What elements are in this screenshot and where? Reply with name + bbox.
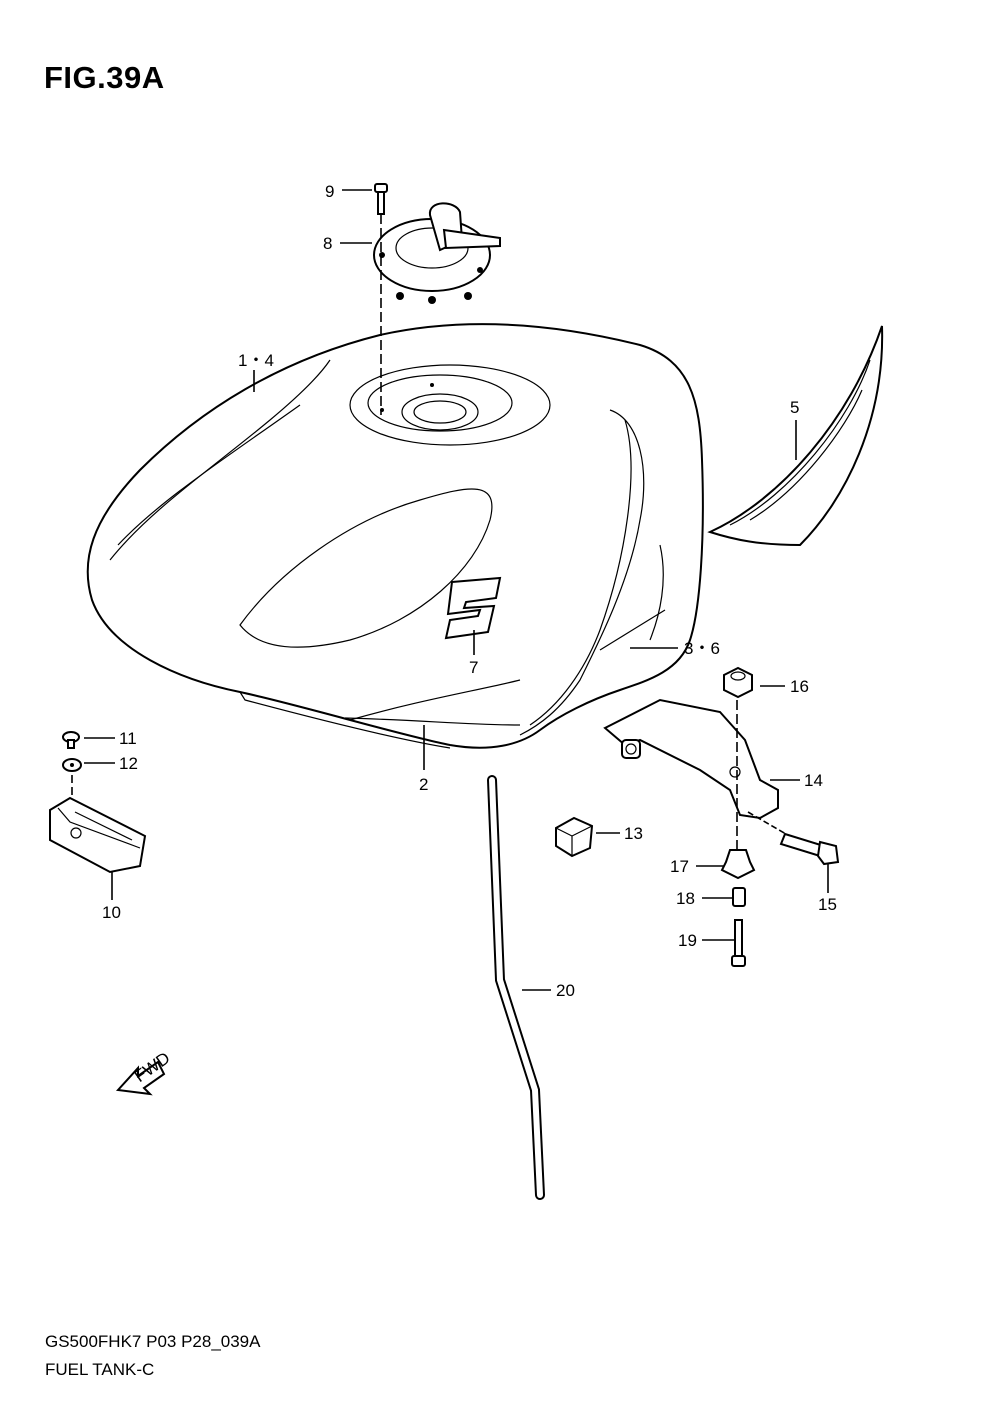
bolt-19[interactable] — [731, 919, 746, 967]
screw-11[interactable] — [62, 731, 80, 749]
figure-title: FIG.39A — [44, 60, 165, 95]
s-emblem[interactable] — [444, 576, 502, 640]
callout-7: 7 — [469, 658, 478, 677]
diagram-name: FUEL TANK-C — [45, 1360, 155, 1379]
callout-15: 15 — [818, 895, 837, 914]
callout-12: 12 — [119, 754, 138, 773]
cushion-13[interactable] — [555, 816, 594, 858]
fuel-tank[interactable] — [86, 323, 704, 749]
callout-10: 10 — [102, 903, 121, 922]
callout-labels: 9 8 1・4 5 7 3・6 16 11 12 2 14 13 17 15 1… — [102, 182, 837, 1000]
collar-18[interactable] — [732, 887, 746, 907]
callout-18: 18 — [676, 889, 695, 908]
cap-screw[interactable] — [374, 183, 388, 415]
callout-9: 9 — [325, 182, 334, 201]
callout-1-4: 1・4 — [238, 351, 274, 370]
drain-hose[interactable] — [487, 775, 545, 1200]
callout-17: 17 — [670, 857, 689, 876]
side-decal[interactable] — [707, 325, 884, 547]
callout-11: 11 — [119, 729, 137, 748]
callout-2: 2 — [419, 775, 428, 794]
callout-5: 5 — [790, 398, 799, 417]
fuel-cap[interactable] — [373, 202, 501, 304]
callout-3-6: 3・6 — [684, 639, 720, 658]
callout-20: 20 — [556, 981, 575, 1000]
callout-8: 8 — [323, 234, 332, 253]
callout-13: 13 — [624, 824, 643, 843]
leader-lines — [84, 189, 829, 991]
fwd-arrow-icon: FWD — [115, 1048, 174, 1096]
mount-bracket[interactable] — [603, 698, 779, 868]
model-code: GS500FHK7 P03 P28_039A — [45, 1332, 261, 1351]
callout-16: 16 — [790, 677, 809, 696]
callout-19: 19 — [678, 931, 697, 950]
pad-10[interactable] — [49, 796, 147, 874]
lower-trim[interactable] — [344, 717, 521, 726]
nut-16[interactable] — [723, 666, 753, 699]
grommet-17[interactable] — [720, 849, 756, 880]
callout-14: 14 — [804, 771, 823, 790]
bolt-15[interactable] — [747, 811, 840, 866]
